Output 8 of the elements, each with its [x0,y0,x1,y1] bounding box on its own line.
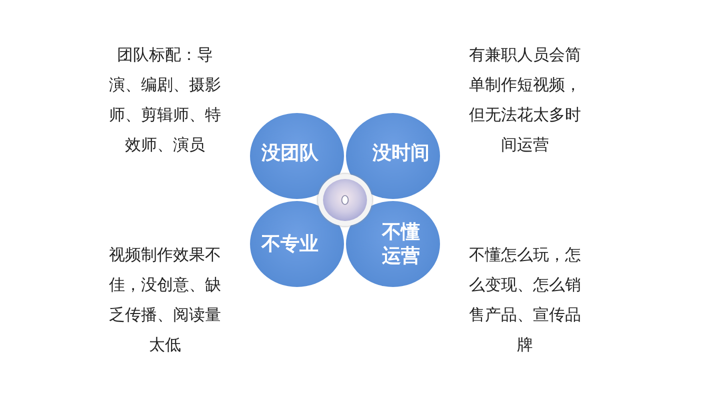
petal-ellipse: 没团队 [249,112,345,200]
petal-ellipse: 不专业 [249,200,345,288]
caption-text: 不懂怎么玩，怎么变现、怎么销售产品、宣传品牌 [468,244,582,356]
caption-text: 视频制作效果不佳，没创意、缺乏传播、阅读量太低 [108,244,222,356]
caption-text: 有兼职人员会简单制作短视频，但无法花太多时间运营 [468,44,582,156]
caption-text: 团队标配：导演、编剧、摄影师、剪辑师、特效师、演员 [108,44,222,156]
petal-ellipse: 不懂运营 [345,200,441,288]
petal-ellipse: 没时间 [345,112,441,200]
